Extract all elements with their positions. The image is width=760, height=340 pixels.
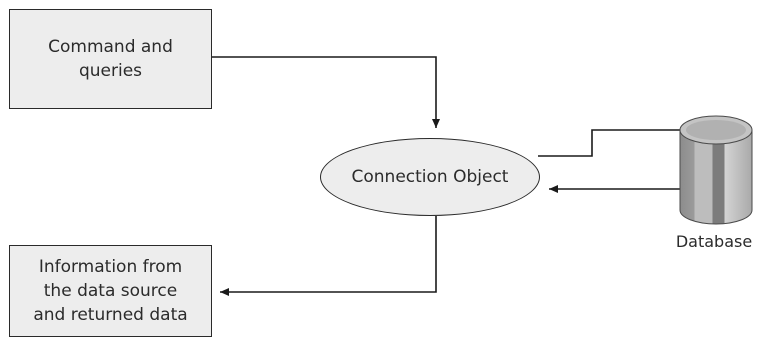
- database-icon: [679, 115, 753, 225]
- information-box: Information from the data source and ret…: [9, 245, 212, 337]
- arrow-commands-to-connection: [212, 56, 440, 128]
- commands-label: Command and queries: [48, 37, 173, 81]
- connection-object-node: Connection Object: [320, 138, 540, 216]
- arrow-connection-to-information: [220, 216, 437, 296]
- connection-object-label: Connection Object: [351, 167, 509, 187]
- information-label: Information from the data source and ret…: [33, 257, 188, 325]
- commands-box: Command and queries: [9, 9, 212, 109]
- arrow-connection-to-database: [538, 126, 722, 157]
- database-label: Database: [675, 232, 753, 251]
